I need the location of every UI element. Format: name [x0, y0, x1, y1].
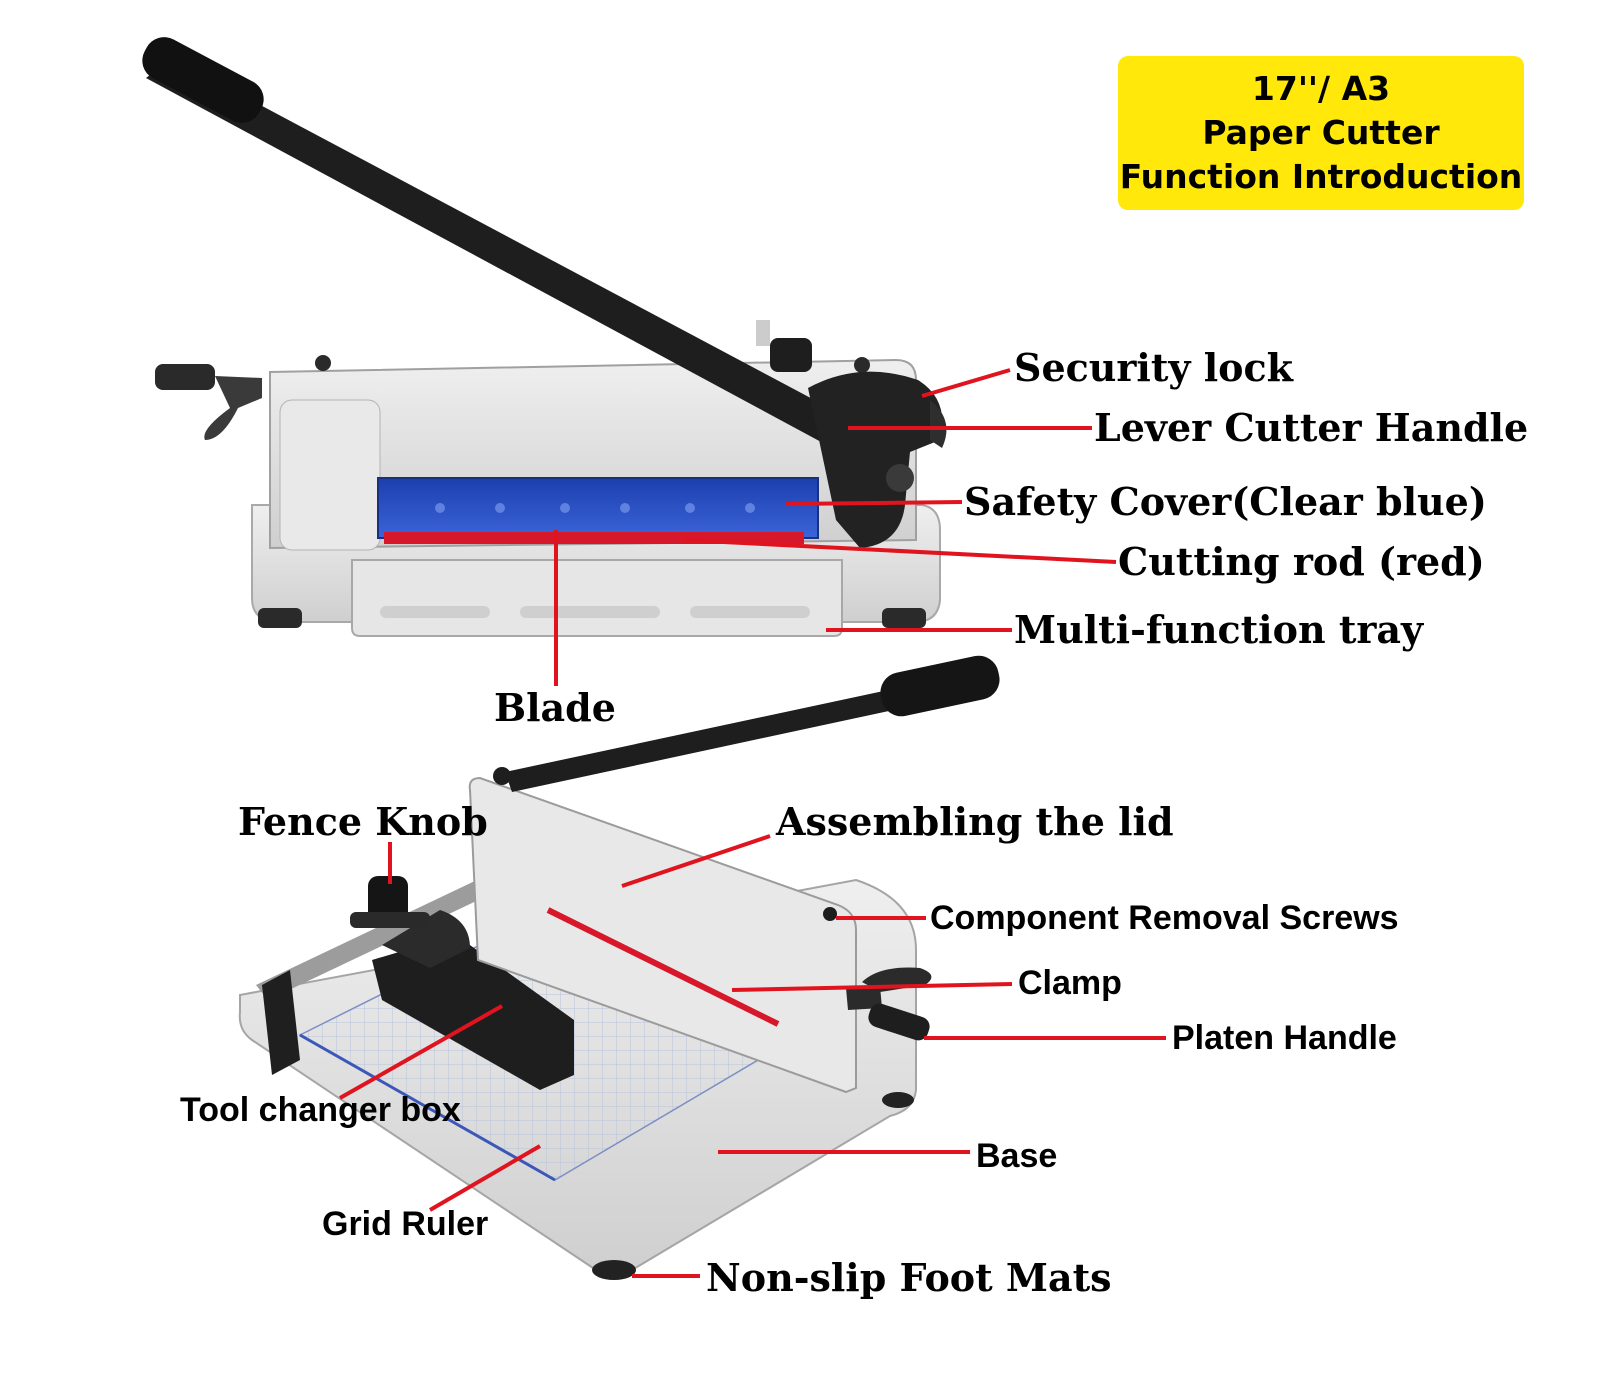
title-line-2: Paper Cutter — [1202, 113, 1440, 152]
label-tool-changer-box: Tool changer box — [180, 1091, 461, 1129]
leader-lid — [621, 834, 771, 888]
title-line-3: Function Introduction — [1119, 157, 1523, 196]
label-lever-cutter-handle: Lever Cutter Handle — [1094, 405, 1529, 450]
title-box: 17''/ A3 Paper Cutter Function Introduct… — [1118, 56, 1524, 210]
label-blade: Blade — [494, 685, 616, 730]
label-cutting-rod: Cutting rod (red) — [1118, 539, 1485, 584]
leader-clamp — [731, 982, 1013, 992]
label-grid-ruler: Grid Ruler — [322, 1205, 489, 1243]
leader-grid-ruler — [428, 1144, 542, 1212]
label-security-lock: Security lock — [1014, 345, 1293, 390]
label-base: Base — [976, 1137, 1058, 1175]
front-lever-handle — [146, 58, 852, 450]
leader-security-lock — [921, 368, 1011, 398]
label-non-slip-foot-mats: Non-slip Foot Mats — [706, 1255, 1112, 1300]
leader-cutting-rod — [683, 538, 1117, 564]
perspective-view-cutter — [238, 655, 1000, 1280]
label-multi-function-tray: Multi-function tray — [1014, 607, 1424, 652]
front-tray — [351, 559, 843, 637]
label-platen-handle: Platen Handle — [1172, 1019, 1397, 1057]
bottom-lever-handle — [505, 680, 940, 792]
label-assembling-lid: Assembling the lid — [776, 799, 1174, 844]
label-fence-knob: Fence Knob — [238, 799, 488, 844]
label-safety-cover: Safety Cover(Clear blue) — [964, 479, 1487, 524]
leader-safety-cover — [785, 500, 963, 506]
leader-lines — [339, 368, 1166, 1278]
label-component-removal-screws: Component Removal Screws — [930, 899, 1399, 937]
leader-tool-changer — [339, 1004, 503, 1100]
front-safety-cover — [377, 477, 819, 539]
front-view-cutter — [142, 37, 947, 637]
label-clamp: Clamp — [1018, 964, 1122, 1002]
title-line-1: 17''/ A3 — [1251, 69, 1391, 108]
